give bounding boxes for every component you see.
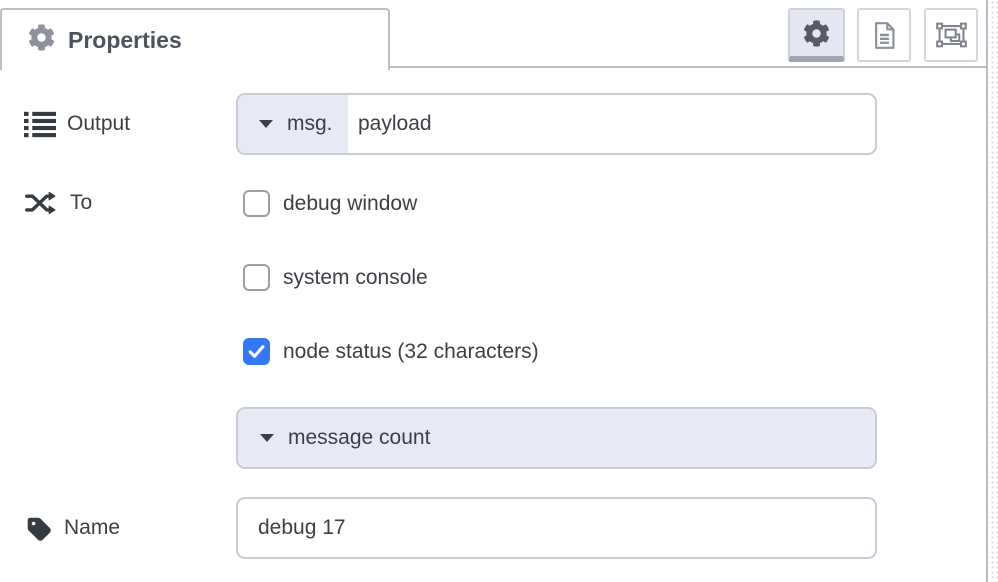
chevron-down-icon: [260, 434, 274, 442]
object-group-icon: [935, 21, 967, 49]
list-icon: [24, 111, 56, 138]
checkbox-box[interactable]: [243, 338, 270, 365]
tabbar-divider: [389, 66, 986, 68]
checkbox-box[interactable]: [243, 264, 270, 291]
chevron-down-icon: [259, 120, 273, 128]
checkbox-node-status[interactable]: node status (32 characters): [243, 338, 539, 365]
checkbox-system-console[interactable]: system console: [243, 264, 428, 291]
output-row-label: Output: [24, 93, 130, 155]
output-type-label: msg.: [287, 112, 333, 135]
checkbox-box[interactable]: [243, 190, 270, 217]
to-row-label: To: [22, 184, 92, 222]
file-icon: [871, 21, 898, 50]
tab-properties[interactable]: Properties: [0, 8, 390, 70]
checkbox-label: node status (32 characters): [283, 339, 539, 363]
name-input[interactable]: [236, 497, 877, 559]
status-source-label: message count: [288, 426, 431, 449]
output-type-select-button[interactable]: msg.: [238, 95, 348, 153]
checkbox-label: debug window: [283, 191, 418, 215]
status-source-dropdown[interactable]: message count: [236, 407, 877, 469]
output-property-input[interactable]: [348, 95, 875, 153]
properties-button[interactable]: [788, 8, 845, 62]
gear-icon: [803, 19, 830, 47]
panel-resize-grip[interactable]: [990, 0, 998, 582]
tab-properties-label: Properties: [68, 26, 182, 53]
name-label: Name: [64, 516, 121, 539]
gear-icon: [28, 24, 55, 56]
description-button[interactable]: [857, 8, 911, 62]
panel-right-border: [986, 0, 988, 582]
tag-icon: [26, 515, 53, 542]
shuffle-icon: [22, 188, 59, 218]
name-row-label: Name: [26, 497, 120, 559]
output-typed-input: msg.: [236, 93, 877, 155]
checkbox-debug-window[interactable]: debug window: [243, 190, 417, 217]
to-label: To: [70, 191, 93, 214]
output-label: Output: [67, 112, 131, 135]
appearance-button[interactable]: [924, 8, 978, 62]
checkbox-label: system console: [283, 265, 428, 289]
